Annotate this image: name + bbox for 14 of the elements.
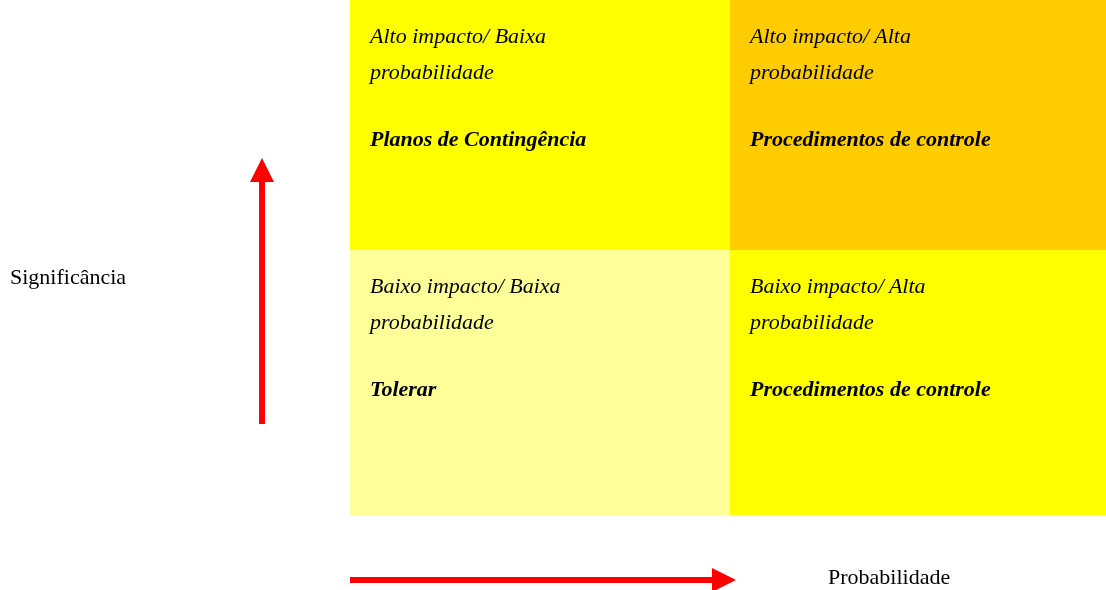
quadrant-action: Procedimentos de controle (750, 375, 991, 403)
quadrant-heading: Alto impacto/ Alta probabilidade (750, 22, 912, 86)
axis-label: Probabilidade (828, 564, 951, 590)
quadrant-heading: Baixo impacto/ Baixa probabilidade (370, 272, 562, 336)
quadrant-action: Procedimentos de controle (750, 125, 991, 153)
axis-label: Significância (10, 264, 127, 290)
quadrant-cell (350, 250, 730, 515)
quadrant-heading: Alto impacto/ Baixa probabilidade (370, 22, 547, 86)
quadrant-cell (350, 0, 730, 250)
quadrant-action: Tolerar (370, 375, 437, 403)
quadrant-action: Planos de Contingência (370, 125, 587, 153)
quadrant-cell (730, 0, 1106, 250)
quadrant-heading: Baixo impacto/ Alta probabilidade (750, 272, 927, 336)
quadrant-cell (730, 250, 1106, 515)
